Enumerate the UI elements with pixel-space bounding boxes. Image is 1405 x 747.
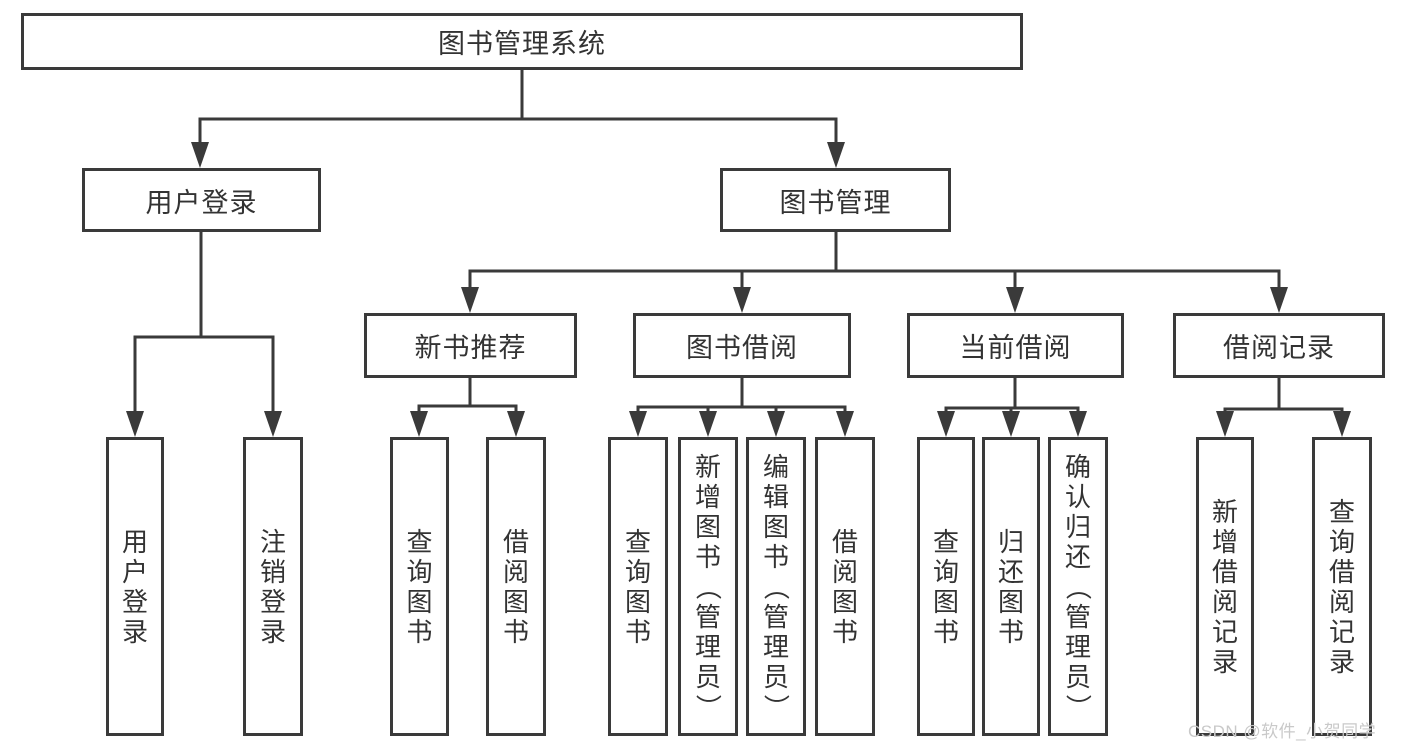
arrow-down-icon	[827, 142, 845, 168]
node-borrow-records-label: 借阅记录	[1223, 333, 1335, 363]
node-borrow-records: 借阅记录	[1173, 313, 1385, 378]
node-leaf-query-book-2: 查询图书	[608, 437, 668, 736]
leaf-label: 确认归还（管理员）	[1062, 451, 1093, 720]
node-leaf-query-book-1: 查询图书	[390, 437, 449, 736]
leaf-label: 用户登录	[121, 526, 148, 647]
watermark: CSDN @软件_小贺同学	[1188, 722, 1377, 741]
node-current-borrow-label: 当前借阅	[959, 333, 1072, 363]
arrow-down-icon	[264, 411, 282, 437]
node-book-mgmt: 图书管理	[720, 168, 951, 232]
node-current-borrow: 当前借阅	[907, 313, 1124, 378]
arrow-down-icon	[629, 411, 647, 437]
node-leaf-query-book-3: 查询图书	[917, 437, 975, 736]
arrow-down-icon	[507, 411, 525, 437]
arrow-down-icon	[126, 411, 144, 437]
arrow-down-icon	[410, 411, 428, 437]
node-leaf-add-book: 新增图书（管理员）	[678, 437, 738, 736]
leaf-label: 查询图书	[932, 526, 959, 647]
arrow-down-icon	[1002, 411, 1020, 437]
node-book-borrow-label: 图书借阅	[686, 333, 798, 363]
leaf-label: 新增图书（管理员）	[692, 451, 723, 720]
node-root-label: 图书管理系统	[438, 29, 606, 59]
node-leaf-add-record: 新增借阅记录	[1196, 437, 1254, 736]
node-user-login-label: 用户登录	[145, 187, 258, 218]
node-leaf-return-book: 归还图书	[982, 437, 1040, 736]
arrow-down-icon	[1069, 411, 1087, 437]
arrow-down-icon	[767, 411, 785, 437]
leaf-label: 查询图书	[624, 526, 651, 647]
node-leaf-edit-book: 编辑图书（管理员）	[746, 437, 806, 736]
arrow-down-icon	[699, 411, 717, 437]
arrow-down-icon	[1333, 411, 1351, 437]
node-book-borrow: 图书借阅	[633, 313, 851, 378]
leaf-label: 查询图书	[406, 526, 433, 647]
node-root: 图书管理系统	[21, 13, 1023, 70]
leaf-label: 注销登录	[259, 526, 286, 647]
arrow-down-icon	[461, 287, 479, 313]
arrow-down-icon	[937, 411, 955, 437]
leaf-label: 新增借阅记录	[1211, 496, 1238, 677]
node-leaf-query-record: 查询借阅记录	[1312, 437, 1372, 736]
arrow-down-icon	[733, 287, 751, 313]
arrow-down-icon	[1006, 287, 1024, 313]
node-book-mgmt-label: 图书管理	[779, 187, 892, 218]
leaf-label: 查询借阅记录	[1328, 496, 1355, 677]
node-leaf-logout: 注销登录	[243, 437, 303, 736]
node-leaf-borrow-book-2: 借阅图书	[815, 437, 875, 736]
leaf-label: 借阅图书	[502, 526, 529, 647]
leaf-label: 编辑图书（管理员）	[760, 451, 791, 720]
arrow-down-icon	[191, 142, 209, 168]
node-new-book-rec-label: 新书推荐	[414, 333, 527, 363]
arrow-down-icon	[836, 411, 854, 437]
node-leaf-user-login: 用户登录	[106, 437, 164, 736]
node-leaf-borrow-book-1: 借阅图书	[486, 437, 546, 736]
node-user-login: 用户登录	[82, 168, 321, 232]
arrow-down-icon	[1216, 411, 1234, 437]
leaf-label: 归还图书	[997, 526, 1024, 647]
arrow-down-icon	[1270, 287, 1288, 313]
node-leaf-confirm-return: 确认归还（管理员）	[1048, 437, 1108, 736]
leaf-label: 借阅图书	[831, 526, 858, 647]
node-new-book-rec: 新书推荐	[364, 313, 577, 378]
